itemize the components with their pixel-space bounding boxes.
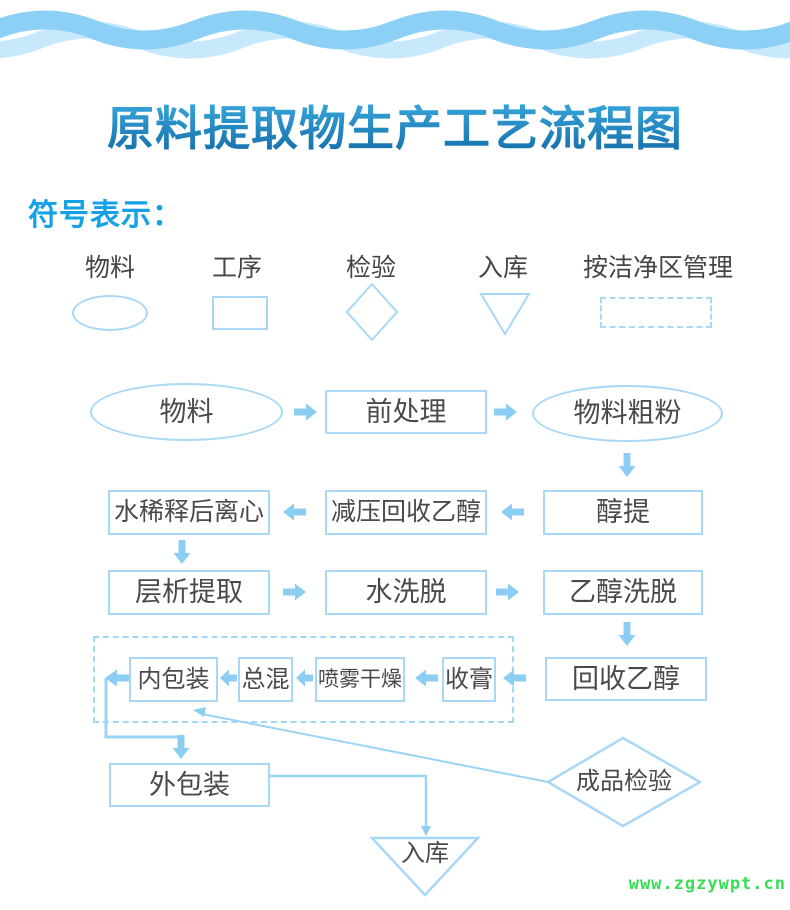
node-spray-drying: 喷雾干燥 — [315, 657, 405, 702]
wave-front-band — [0, 10, 790, 50]
legend-diamond-icon — [345, 282, 399, 342]
arrow-chromatography-to-water-elution — [283, 583, 306, 601]
node-ethanol-recovery: 回收乙醇 — [545, 657, 707, 701]
node-coarse-powder: 物料粗粉 — [532, 385, 723, 442]
arrow-ethanol-elution-to-ethanol-recovery — [618, 622, 636, 646]
node-ethanol-elution: 乙醇洗脱 — [543, 570, 703, 615]
legend-heading: 符号表示： — [28, 199, 183, 232]
arrow-material-to-pretreatment — [294, 403, 317, 421]
legend-label-inspection: 检验 — [345, 254, 396, 282]
node-chromatography-extraction: 层析提取 — [108, 570, 270, 615]
legend-triangle-icon — [479, 293, 531, 336]
arrow-centrifuge-to-chromatography — [173, 540, 191, 564]
node-inner-packaging: 内包装 — [129, 657, 218, 702]
arrow-coarse-powder-to-alcohol-extraction — [618, 453, 636, 477]
node-warehousing-label: 入库 — [401, 840, 449, 867]
legend-rectangle-icon — [212, 296, 268, 330]
node-water-dilution-centrifuge: 水稀释后离心 — [108, 490, 270, 535]
node-alcohol-extraction: 醇提 — [543, 490, 703, 535]
node-total-mixing: 总混 — [238, 657, 293, 702]
arrowhead-into-warehousing — [421, 826, 431, 836]
node-outer-packaging: 外包装 — [109, 763, 270, 807]
legend-label-process: 工序 — [211, 254, 262, 282]
connector-outer-packaging-to-warehousing — [270, 774, 428, 826]
page-title: 原料提取物生产工艺流程图 — [0, 90, 790, 159]
arrow-pretreatment-to-coarse-powder — [494, 403, 517, 421]
arrow-vacuum-recovery-to-centrifuge — [283, 503, 306, 521]
arrow-alcohol-extraction-to-vacuum-recovery — [501, 503, 524, 521]
watermark-url: www.zgzywpt.cn — [628, 874, 786, 894]
arrow-into-outer-packaging — [172, 735, 190, 759]
legend-dashed-rect-icon — [600, 297, 712, 328]
node-vacuum-ethanol-recovery: 减压回收乙醇 — [325, 490, 487, 535]
arrow-water-elution-to-ethanol-elution — [496, 583, 519, 601]
wave-banner — [0, 10, 790, 59]
legend-ellipse-icon — [72, 295, 148, 331]
legend-label-cleanarea: 按洁净区管理 — [582, 254, 733, 282]
node-pretreatment: 前处理 — [325, 390, 487, 434]
legend-label-material: 物料 — [84, 254, 135, 282]
node-paste-collection: 收膏 — [442, 657, 496, 702]
node-water-elution: 水洗脱 — [325, 570, 487, 615]
node-finished-inspection-label: 成品检验 — [576, 768, 672, 795]
node-material: 物料 — [90, 383, 283, 441]
legend-label-storage: 入库 — [477, 254, 528, 282]
